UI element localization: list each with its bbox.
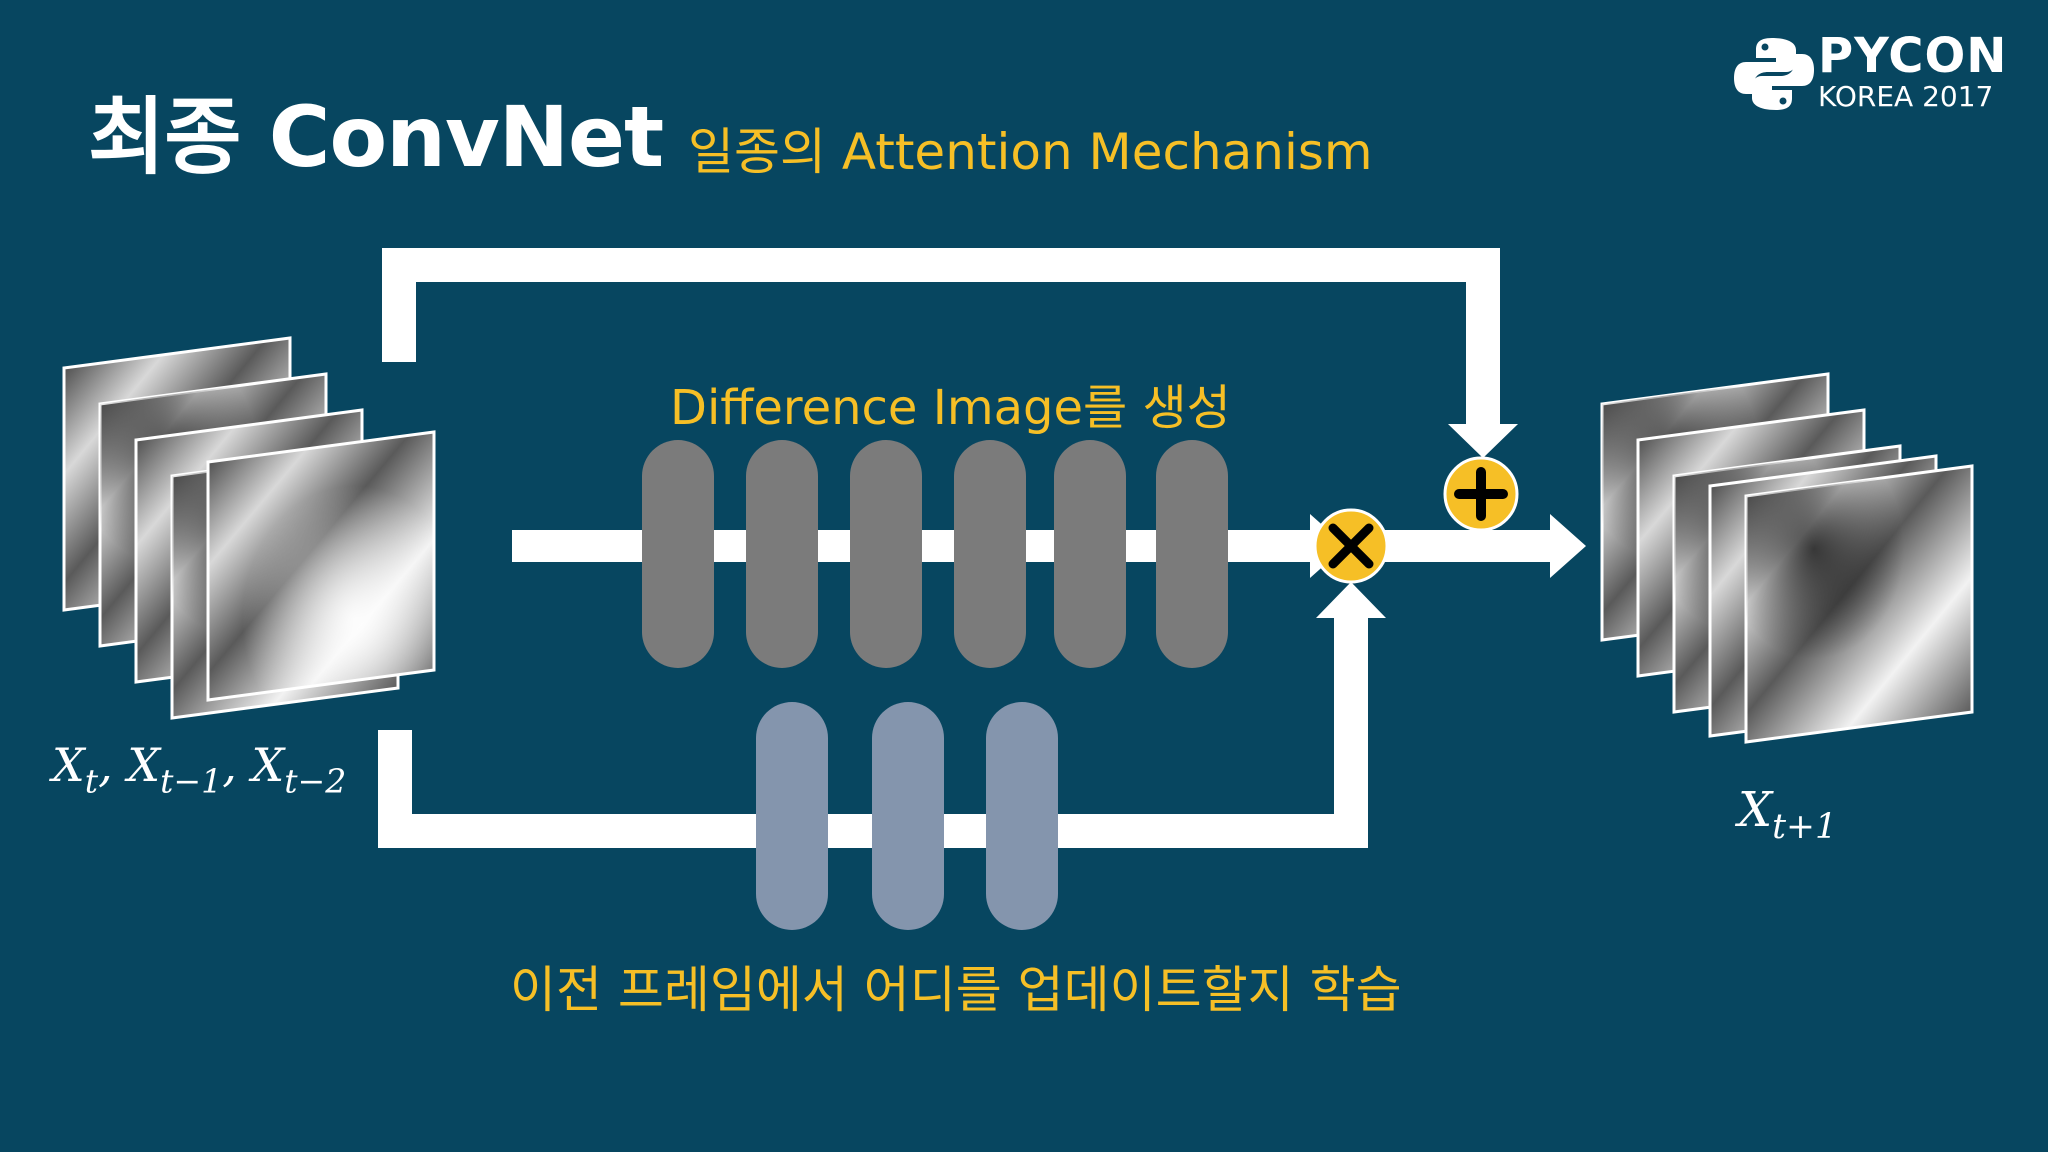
conv-layer-bottom	[756, 702, 828, 930]
pycon-logo: PYCON KOREA 2017	[1818, 30, 2007, 112]
conv-layer-bottom	[986, 702, 1058, 930]
difference-image-label: Difference Image를 생성	[670, 380, 1231, 436]
input-x-t: Xt	[52, 738, 99, 801]
multiply-operator	[1313, 508, 1389, 584]
multiply-icon	[1328, 523, 1374, 569]
input-x-t-minus-2: Xt−2	[251, 738, 347, 801]
slide-title: 최종 ConvNet	[88, 88, 664, 186]
input-x-t-minus-1: Xt−1	[127, 738, 223, 801]
slide-subtitle: 일종의 Attention Mechanism	[688, 123, 1373, 181]
bottom-conv-layers	[756, 702, 1058, 930]
conv-layer-top	[642, 440, 714, 668]
conv-layer-bottom	[872, 702, 944, 930]
conv-layer-top	[1054, 440, 1126, 668]
plus-icon	[1454, 467, 1508, 521]
input-math-label: Xt, Xt−1, Xt−2	[52, 738, 347, 801]
output-math-label: Xt+1	[1738, 782, 1837, 848]
logo-subtitle: KOREA 2017	[1818, 80, 1994, 113]
arrow-down-icon	[1448, 424, 1518, 458]
conv-layer-top	[850, 440, 922, 668]
input-frame-stack	[62, 336, 436, 720]
output-frame-5	[1744, 464, 1974, 744]
arrow-up-icon	[1316, 582, 1386, 618]
conv-layer-top	[1156, 440, 1228, 668]
arrow-right-output-icon	[1550, 514, 1586, 578]
skip-connection-top	[382, 248, 1518, 458]
conv-layer-top	[746, 440, 818, 668]
add-operator	[1443, 456, 1519, 532]
conv-layer-top	[954, 440, 1026, 668]
update-mask-label: 이전 프레임에서 어디를 업데이트할지 학습	[510, 961, 1402, 1019]
input-frame-5	[206, 430, 436, 702]
top-conv-layers	[642, 440, 1228, 668]
python-logo-icon	[1734, 38, 1814, 110]
output-frame-stack	[1600, 372, 1974, 744]
logo-name: PYCON	[1818, 28, 2008, 84]
